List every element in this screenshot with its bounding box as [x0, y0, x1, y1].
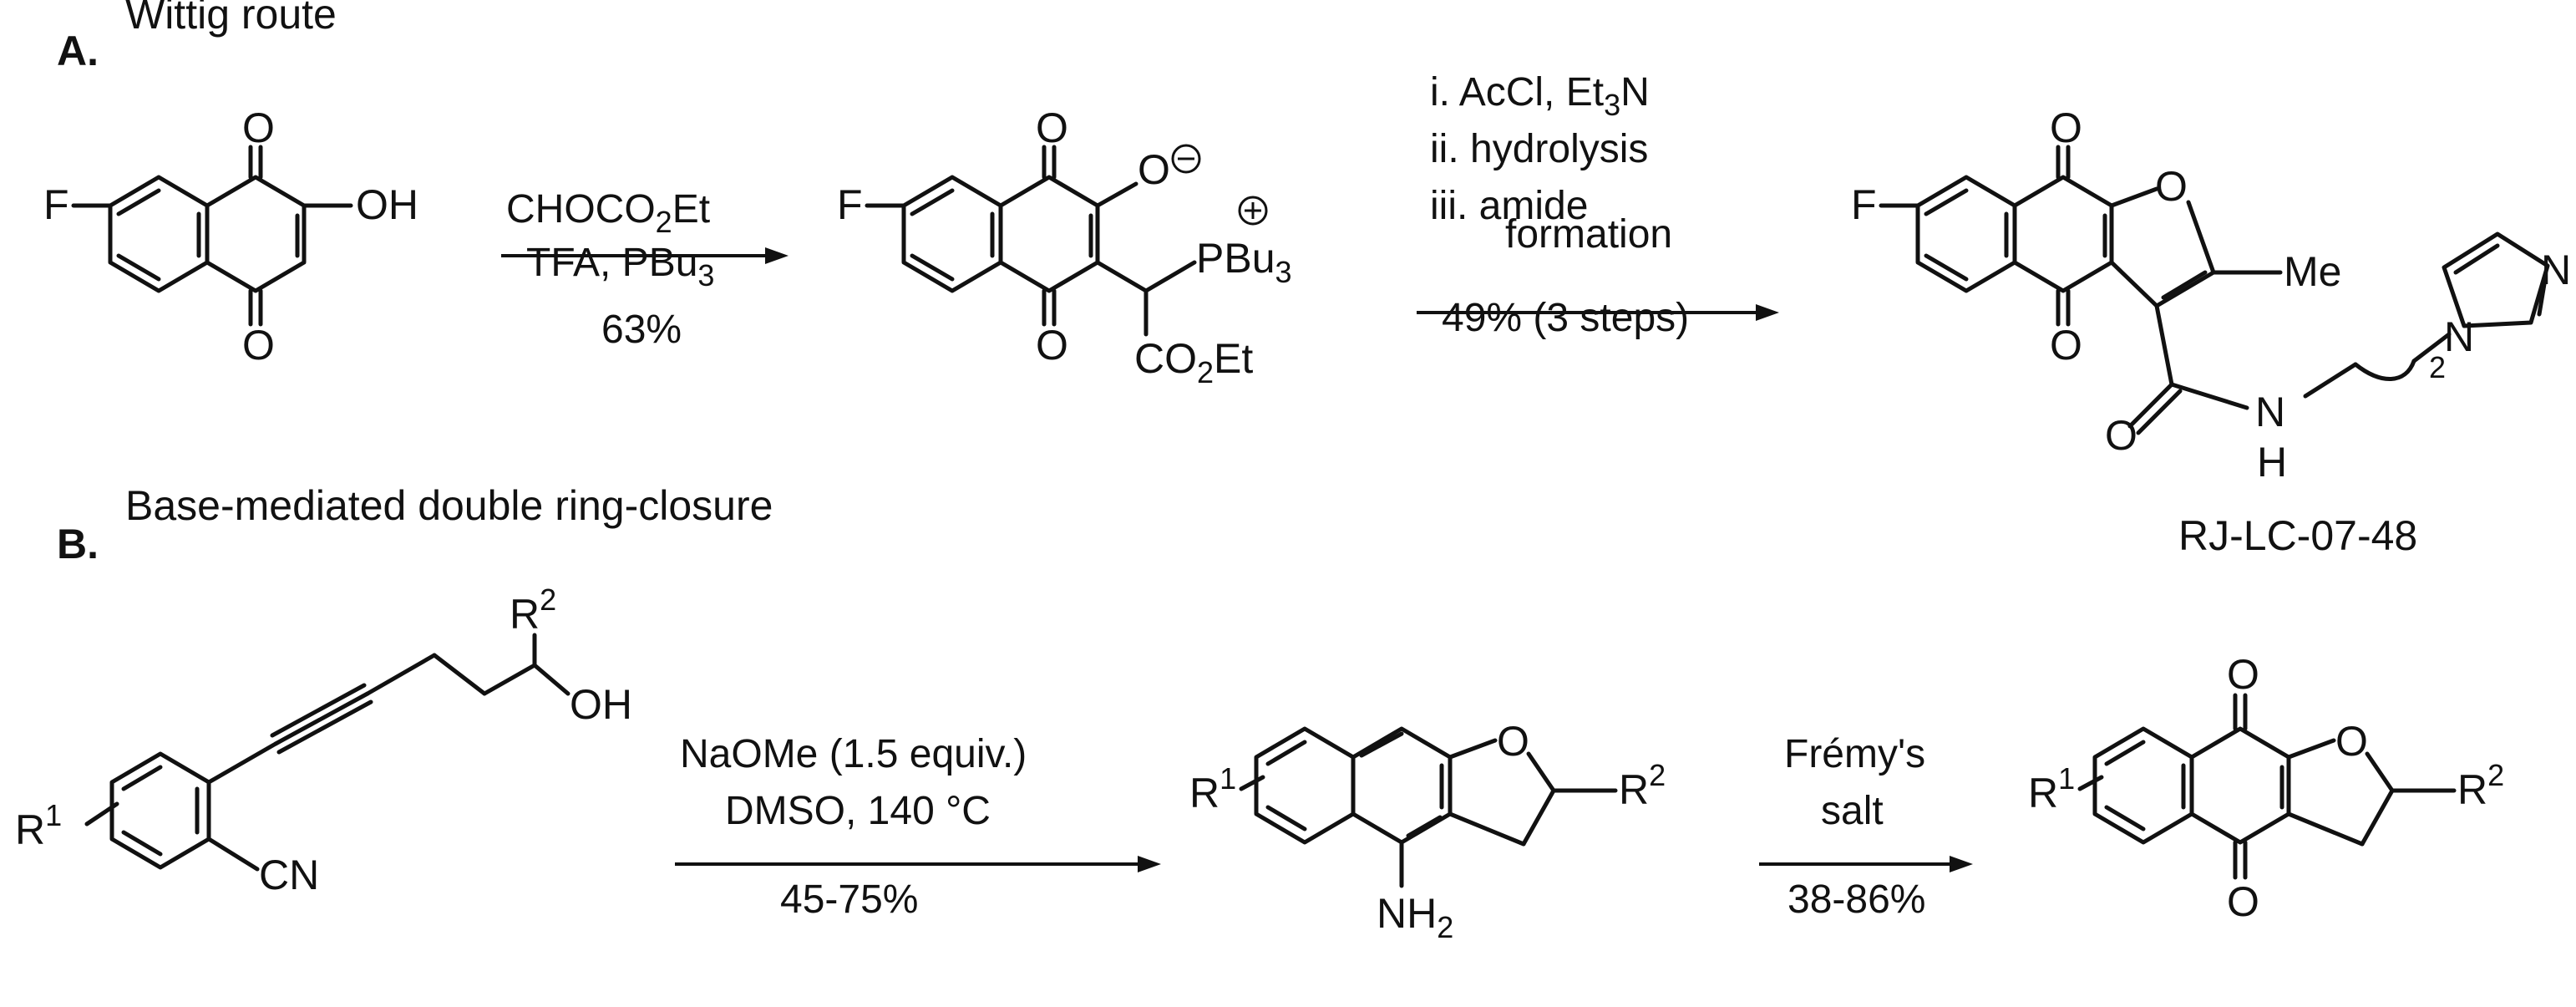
atom-o: O	[1036, 322, 1068, 369]
compound-b-starting-material: CN OH R2 R1	[15, 582, 632, 898]
atom-h-amide: H	[2257, 439, 2287, 486]
atom-o-amide: O	[2105, 412, 2137, 459]
arrow-b-step2	[1759, 856, 1973, 872]
atom-oh: OH	[356, 181, 418, 228]
atom-o: O	[2050, 104, 2082, 151]
arrow-b-step1	[675, 856, 1161, 872]
section-a-title: Wittig route	[125, 0, 337, 38]
compound-a-starting-material: O O OH F	[43, 104, 418, 369]
yield-a2: 49% (3 steps)	[1442, 296, 1689, 340]
atom-o-furan: O	[2155, 163, 2188, 210]
plus-charge-icon	[1238, 196, 1268, 226]
atom-pbu3: PBu3	[1196, 235, 1292, 289]
substituent-r1: R1	[2028, 761, 2075, 816]
substituent-r2: R2	[1619, 758, 1666, 813]
condition-b2-line2: salt	[1821, 789, 1884, 833]
atom-o: O	[242, 322, 275, 369]
atom-oh: OH	[570, 681, 632, 728]
compound-a-ylide: O O O F PBu3 CO2Et	[837, 104, 1292, 389]
condition-a2-line3a: iii. amide	[1430, 184, 1588, 228]
compound-label-rj-lc-07-48: RJ-LC-07-48	[2178, 512, 2417, 559]
atom-o: O	[2227, 878, 2259, 925]
arrow-a-step1	[501, 247, 789, 264]
atom-cn: CN	[259, 852, 319, 898]
section-b-title: Base-mediated double ring-closure	[125, 482, 773, 529]
substituent-r1: R1	[15, 798, 62, 853]
yield-a1: 63%	[601, 308, 682, 352]
yield-b1: 45-75%	[780, 877, 918, 922]
atom-nh2: NH2	[1377, 890, 1453, 944]
condition-a2-line2: ii. hydrolysis	[1430, 127, 1648, 171]
yield-b2: 38-86%	[1787, 877, 1925, 922]
arrow-a-step2	[1417, 304, 1779, 321]
condition-a1-line1: CHOCO2Et	[506, 187, 710, 239]
atom-f: F	[837, 181, 863, 228]
atom-n-amide: N	[2255, 389, 2285, 435]
atom-o-furan: O	[2335, 718, 2368, 765]
atom-f: F	[43, 181, 69, 228]
atom-n-imidazole-2: N	[2541, 247, 2571, 293]
atom-f: F	[1851, 181, 1877, 228]
section-a-label: A.	[57, 28, 99, 74]
atom-o-minus: O	[1138, 146, 1170, 193]
atom-me: Me	[2284, 248, 2341, 295]
minus-charge-icon	[1171, 144, 1201, 174]
atom-o: O	[242, 104, 275, 151]
substituent-r2: R2	[510, 582, 556, 638]
section-b-label: B.	[57, 521, 99, 567]
atom-n-imidazole: N	[2444, 313, 2474, 360]
substituent-r2: R2	[2457, 758, 2504, 813]
atom-o: O	[2227, 651, 2259, 698]
compound-b-product: O O O R2 R1	[2028, 651, 2504, 925]
atom-co2et: CO2Et	[1134, 335, 1253, 389]
atom-o: O	[2050, 322, 2082, 369]
atom-o-furan: O	[1497, 718, 1529, 765]
compound-a-product: O O O Me O N H 2 N N F	[1851, 104, 2571, 486]
condition-a2-line3b: formation	[1505, 212, 1672, 257]
condition-b2-line1: Frémy's	[1784, 732, 1925, 776]
condition-b1-line2: DMSO, 140 °C	[725, 789, 991, 833]
chain-count: 2	[2429, 350, 2446, 384]
compound-b-intermediate: O R2 R1 NH2	[1189, 718, 1666, 944]
condition-b1-line1: NaOMe (1.5 equiv.)	[680, 732, 1027, 776]
substituent-r1: R1	[1189, 761, 1236, 816]
condition-a1-line2: TFA, PBu3	[526, 241, 714, 292]
atom-o: O	[1036, 104, 1068, 151]
condition-a2-line1: i. AcCl, Et3N	[1430, 70, 1650, 122]
